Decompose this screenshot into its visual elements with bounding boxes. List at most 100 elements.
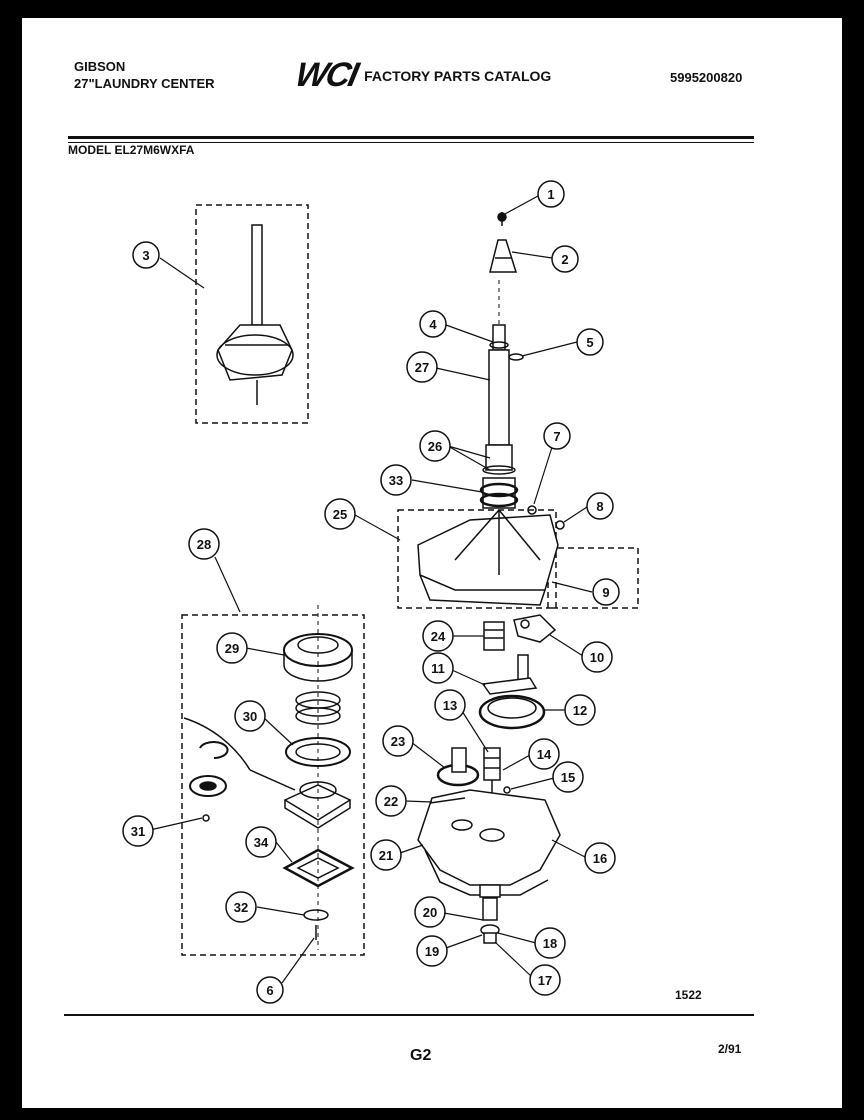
- output-shaft-20: [480, 897, 500, 944]
- svg-text:9: 9: [602, 585, 609, 600]
- product-line: 27"LAUNDRY CENTER: [74, 76, 215, 91]
- callout-32: 32: [225, 891, 257, 923]
- page-label: G2: [410, 1047, 432, 1064]
- callout-5: 5: [576, 328, 604, 356]
- washer-32: [303, 909, 329, 921]
- svg-text:2: 2: [561, 252, 568, 267]
- snap-ring: [199, 741, 229, 759]
- callout-23: 23: [382, 725, 414, 757]
- catalog-title: FACTORY PARTS CATALOG: [364, 67, 552, 84]
- callout-16: 16: [584, 842, 616, 874]
- drive-gear-12: [478, 694, 546, 730]
- callout-3: 3: [132, 241, 160, 269]
- callout-15: 15: [552, 761, 584, 793]
- svg-text:6: 6: [266, 983, 273, 998]
- shift-lever-10: [513, 614, 557, 643]
- spring-coil: [295, 691, 341, 725]
- svg-text:21: 21: [379, 848, 393, 863]
- header-rule-thick: [68, 136, 754, 139]
- callout-26: 26: [419, 430, 451, 462]
- bolt-7: [527, 505, 537, 515]
- brand-block: GIBSON 27"LAUNDRY CENTER: [74, 58, 215, 92]
- svg-text:14: 14: [537, 747, 552, 762]
- svg-text:28: 28: [197, 537, 211, 552]
- callout-21: 21: [370, 839, 402, 871]
- assembly-25-box: [397, 509, 557, 609]
- callout-25: 25: [324, 498, 356, 530]
- transmission-assembly-3: [216, 224, 294, 405]
- assembly-3-box: [195, 204, 309, 424]
- crank-arm-11: [481, 654, 538, 695]
- gearcase-16: [417, 789, 561, 898]
- gear-23: [436, 747, 480, 787]
- revision-date: 2/91: [718, 1042, 742, 1056]
- callout-12: 12: [564, 694, 596, 726]
- callout-2: 2: [551, 245, 579, 273]
- callout-13: 13: [434, 689, 466, 721]
- callout-28: 28: [188, 528, 220, 560]
- footer-rule: [64, 1014, 754, 1016]
- reference-number: 1522: [675, 988, 702, 1002]
- brand-name: GIBSON: [74, 59, 126, 74]
- pad-34: [282, 848, 355, 888]
- svg-text:27: 27: [415, 360, 429, 375]
- svg-text:33: 33: [389, 473, 403, 488]
- svg-text:22: 22: [384, 794, 398, 809]
- svg-text:25: 25: [333, 507, 347, 522]
- svg-text:10: 10: [590, 650, 604, 665]
- svg-text:30: 30: [243, 709, 257, 724]
- svg-text:18: 18: [543, 936, 557, 951]
- callout-1: 1: [537, 180, 565, 208]
- svg-text:7: 7: [553, 429, 560, 444]
- callout-8: 8: [586, 492, 614, 520]
- callout-labels: 1 2 3 4 5 27 7 26 33 8 25 28 9 24 29 10 …: [122, 180, 620, 1004]
- callout-19: 19: [416, 935, 448, 967]
- model-label: MODEL EL27M6WXFA: [68, 143, 195, 157]
- leader-lines: [149, 195, 593, 984]
- washer-15: [503, 786, 511, 794]
- svg-text:23: 23: [391, 734, 405, 749]
- assembly-9-box: [547, 547, 639, 609]
- callout-27: 27: [406, 351, 438, 383]
- bearing-31: [189, 775, 227, 797]
- callout-29: 29: [216, 632, 248, 664]
- svg-text:13: 13: [443, 698, 457, 713]
- callout-33: 33: [380, 464, 412, 496]
- callout-30: 30: [234, 700, 266, 732]
- svg-text:34: 34: [254, 835, 269, 850]
- catalog-header: WCI FACTORY PARTS CATALOG: [292, 56, 552, 95]
- o-ring-5: [508, 353, 524, 361]
- svg-text:17: 17: [538, 973, 552, 988]
- washer-8: [555, 520, 565, 530]
- svg-text:31: 31: [131, 824, 145, 839]
- svg-text:26: 26: [428, 439, 442, 454]
- pinion-24: [483, 621, 505, 651]
- screw-1: [497, 212, 507, 226]
- callout-4: 4: [419, 310, 447, 338]
- callout-6: 6: [256, 976, 284, 1004]
- catalog-number: 5995200820: [670, 70, 743, 85]
- svg-text:16: 16: [593, 851, 607, 866]
- callout-17: 17: [529, 964, 561, 996]
- callout-20: 20: [414, 896, 446, 928]
- callout-31: 31: [122, 815, 154, 847]
- svg-text:12: 12: [573, 703, 587, 718]
- callout-18: 18: [534, 927, 566, 959]
- svg-text:1: 1: [547, 187, 554, 202]
- svg-text:29: 29: [225, 641, 239, 656]
- bearing-housing: [283, 781, 352, 829]
- header-rule-thin: [68, 142, 754, 143]
- svg-text:4: 4: [429, 317, 437, 332]
- svg-text:5: 5: [586, 335, 593, 350]
- callout-10: 10: [581, 641, 613, 673]
- svg-text:15: 15: [561, 770, 575, 785]
- callout-34: 34: [245, 826, 277, 858]
- svg-text:32: 32: [234, 900, 248, 915]
- assembly-28-box: [181, 614, 365, 956]
- seal-22: [429, 797, 466, 804]
- svg-text:3: 3: [142, 248, 149, 263]
- svg-text:20: 20: [423, 905, 437, 920]
- clip-31: [202, 814, 210, 822]
- cap-2: [489, 239, 518, 273]
